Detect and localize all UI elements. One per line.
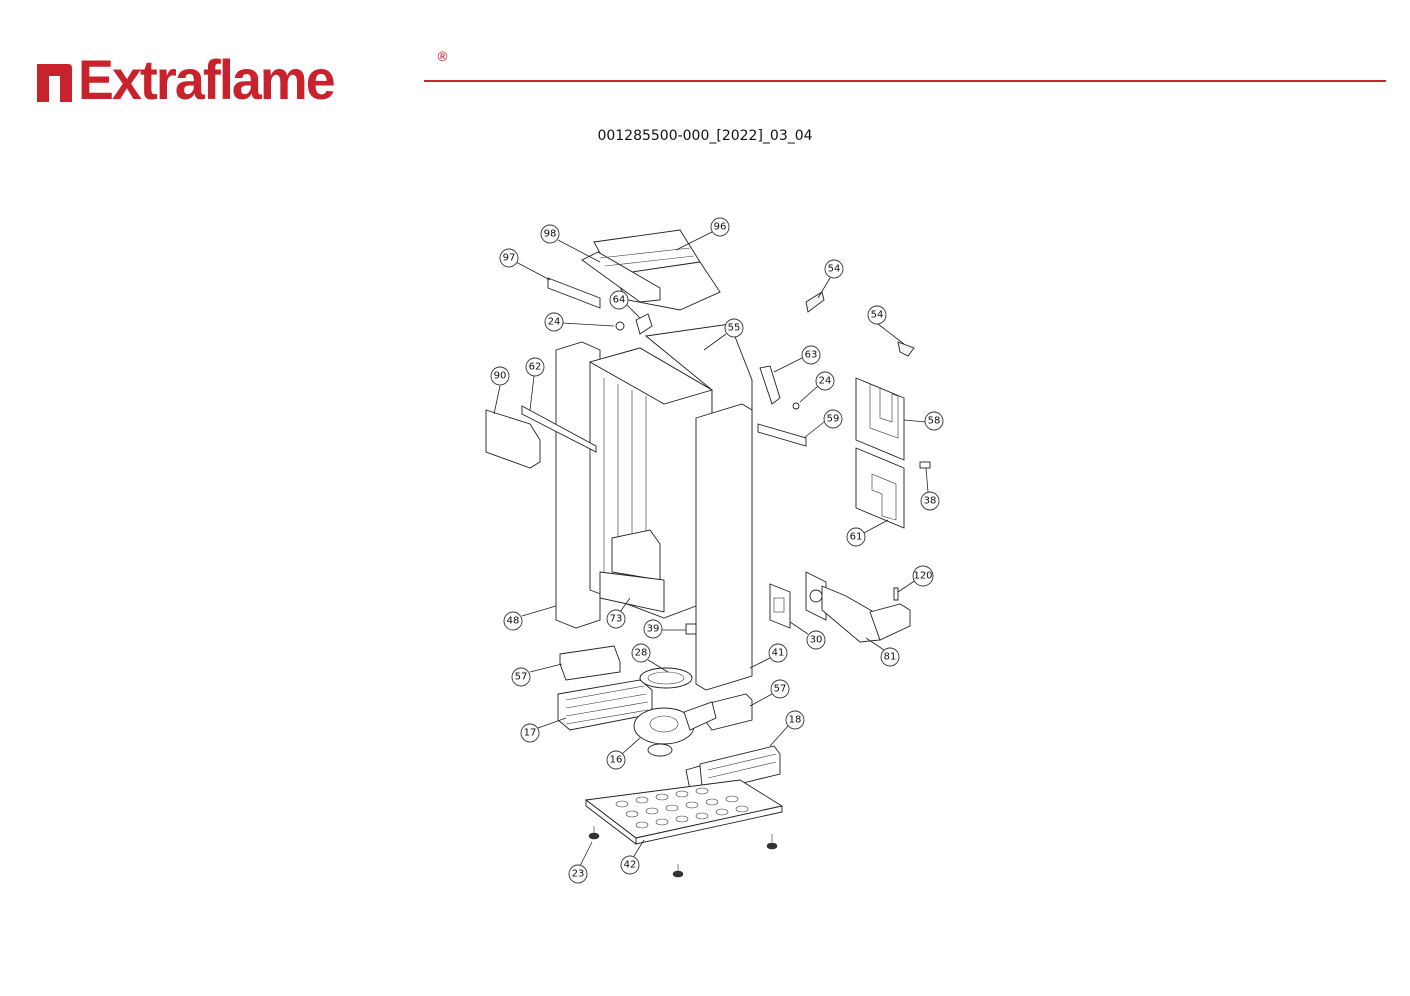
svg-text:16: 16 — [610, 755, 623, 766]
callout-39: 39 — [643, 619, 663, 639]
foot-23-part — [588, 826, 600, 840]
svg-text:39: 39 — [647, 624, 660, 635]
svg-text:54: 54 — [828, 264, 841, 275]
callout-24b: 24 — [815, 371, 835, 391]
header-rule — [424, 80, 1386, 82]
panel-90-part — [485, 409, 541, 469]
svg-text:18: 18 — [789, 715, 802, 726]
bracket-64-part — [635, 313, 653, 335]
callout-96: 96 — [710, 217, 730, 237]
pin-120-part — [893, 587, 899, 601]
callout-61: 61 — [846, 527, 866, 547]
callout-73: 73 — [606, 609, 626, 629]
svg-text:64: 64 — [613, 295, 626, 306]
leader-lines — [493, 231, 929, 867]
callout-16: 16 — [606, 750, 626, 770]
svg-text:90: 90 — [494, 371, 507, 382]
svg-text:62: 62 — [529, 362, 542, 373]
svg-text:57: 57 — [774, 684, 787, 695]
registered-mark: ® — [436, 50, 449, 65]
svg-text:63: 63 — [805, 350, 818, 361]
brand-name: Extraflame — [78, 48, 336, 111]
svg-text:58: 58 — [928, 416, 941, 427]
grille-54-part — [805, 291, 825, 313]
extraflame-logo-icon — [37, 64, 72, 102]
panel-62-part — [521, 405, 597, 453]
base-plate-42-part — [584, 779, 784, 845]
callout-90: 90 — [490, 366, 510, 386]
top-cover-part — [581, 229, 721, 311]
callout-30: 30 — [806, 630, 826, 650]
bracket-63-part — [759, 365, 781, 405]
callout-98: 98 — [540, 224, 560, 244]
knob-24-part — [615, 321, 625, 331]
callout-58: 58 — [924, 411, 944, 431]
svg-text:120: 120 — [913, 571, 932, 582]
svg-text:98: 98 — [544, 229, 557, 240]
svg-text:81: 81 — [884, 652, 897, 663]
svg-text:41: 41 — [772, 648, 785, 659]
callout-97: 97 — [499, 248, 519, 268]
fan-16-part — [633, 701, 717, 757]
auger-81-part — [805, 571, 911, 643]
callout-63: 63 — [801, 345, 821, 365]
foot-23b-part — [672, 864, 684, 878]
callout-59: 59 — [823, 409, 843, 429]
callout-57b: 57 — [770, 679, 790, 699]
svg-text:97: 97 — [503, 253, 516, 264]
gasket-28-part — [639, 667, 693, 689]
callout-24: 24 — [544, 312, 564, 332]
callout-55: 55 — [724, 318, 744, 338]
brand-logo: Extraflame ® — [34, 48, 449, 111]
document-code: 001285500-000_[2022]_03_04 — [597, 128, 813, 144]
panel-61-part — [855, 447, 905, 529]
rail-59-part — [757, 423, 807, 447]
svg-text:57: 57 — [515, 672, 528, 683]
svg-text:30: 30 — [810, 635, 823, 646]
svg-text:23: 23 — [572, 869, 585, 880]
foot-23c-part — [766, 834, 778, 850]
callout-42: 42 — [620, 855, 640, 875]
svg-text:96: 96 — [714, 222, 727, 233]
callout-28: 28 — [631, 643, 651, 663]
callout-62: 62 — [525, 357, 545, 377]
switch-39-part — [685, 623, 697, 635]
svg-text:24: 24 — [548, 317, 561, 328]
svg-text:48: 48 — [507, 616, 520, 627]
callout-54b: 54 — [867, 305, 887, 325]
svg-text:54: 54 — [871, 310, 884, 321]
svg-text:17: 17 — [524, 728, 537, 739]
svg-text:38: 38 — [924, 496, 937, 507]
svg-text:24: 24 — [819, 376, 832, 387]
callout-17: 17 — [520, 723, 540, 743]
knob-24b-part — [792, 402, 800, 410]
callout-120: 120 — [912, 565, 934, 587]
svg-text:55: 55 — [728, 323, 741, 334]
bracket-97-part — [547, 277, 601, 309]
callout-64: 64 — [609, 290, 629, 310]
svg-text:28: 28 — [635, 648, 648, 659]
svg-text:61: 61 — [850, 532, 863, 543]
callout-18: 18 — [785, 710, 805, 730]
svg-text:73: 73 — [610, 614, 623, 625]
callout-57: 57 — [511, 667, 531, 687]
stove-body-part — [555, 323, 753, 691]
callout-48: 48 — [503, 611, 523, 631]
duct-57-part — [559, 645, 621, 681]
svg-text:59: 59 — [827, 414, 840, 425]
callout-38: 38 — [920, 491, 940, 511]
callout-81: 81 — [880, 647, 900, 667]
callout-23: 23 — [568, 864, 588, 884]
plate-30-part — [769, 583, 791, 629]
svg-text:42: 42 — [624, 860, 637, 871]
fan-18-part — [685, 745, 781, 793]
clip-38-part — [919, 461, 931, 469]
callout-41: 41 — [768, 643, 788, 663]
callout-54: 54 — [824, 259, 844, 279]
grille-54b-part — [897, 341, 915, 357]
